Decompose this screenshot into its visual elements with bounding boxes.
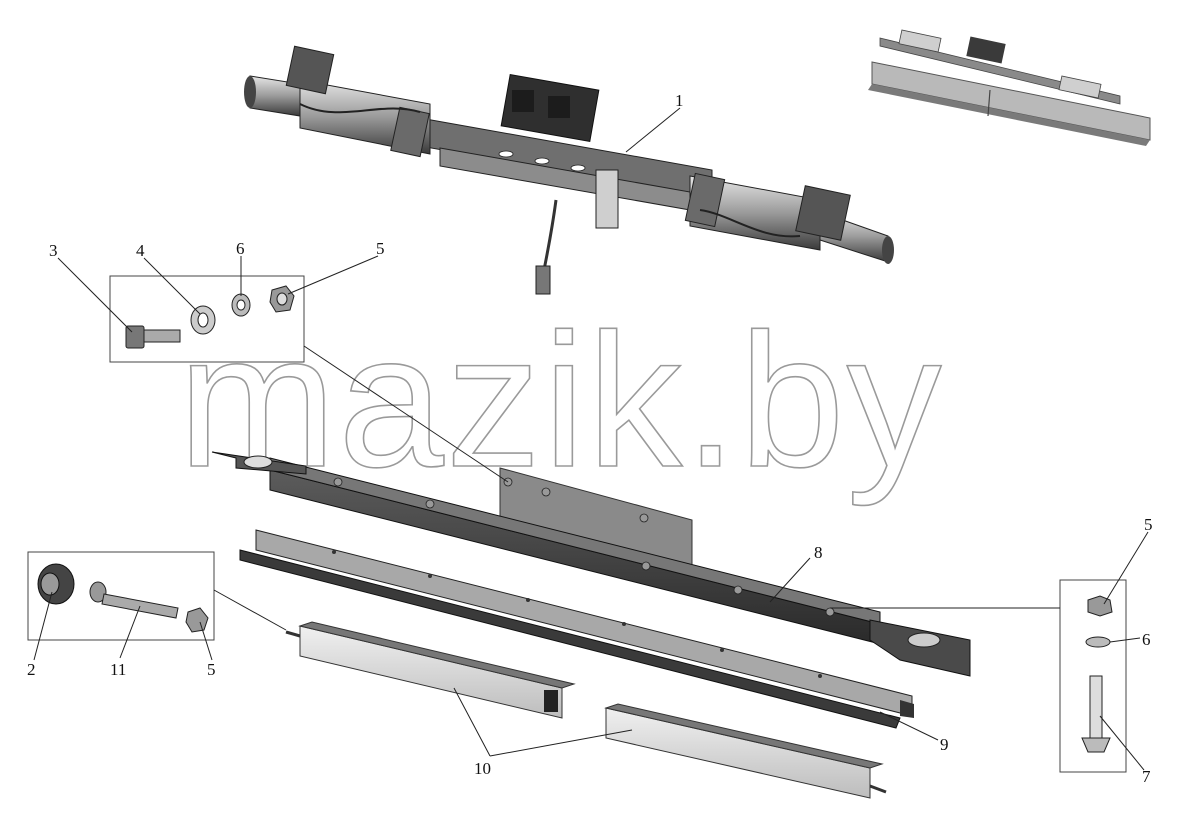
callout-11: 11	[110, 660, 126, 679]
main-beam	[211, 451, 971, 677]
callout-8: 8	[814, 543, 823, 562]
hardware-box-top	[109, 275, 305, 363]
nut-part-right	[1087, 595, 1113, 617]
callout-6-right: 6	[1142, 630, 1151, 649]
leader-lines	[33, 107, 1149, 771]
callout-5-right: 5	[1144, 515, 1153, 534]
callout-10: 10	[474, 759, 491, 778]
bushing-part	[37, 563, 75, 605]
spring-washer-part	[231, 293, 251, 317]
callout-5-left: 5	[207, 660, 216, 679]
nut-part-top	[269, 285, 295, 313]
hardware-box-left	[27, 551, 215, 641]
callout-2: 2	[27, 660, 36, 679]
callout-labels: 1 3 4 6 5 2 11 5 5 6 7 8 9 10	[27, 91, 1153, 786]
pin-bolt-part	[89, 581, 179, 619]
nut-part-left	[185, 607, 209, 633]
square-tube-right	[604, 703, 887, 799]
channel-profile	[239, 529, 914, 729]
bolt-part	[125, 325, 181, 349]
callout-7: 7	[1142, 767, 1151, 786]
callout-3: 3	[49, 241, 58, 260]
pin-part	[1081, 675, 1111, 753]
cylinder-assembly	[244, 45, 894, 295]
callout-1: 1	[675, 91, 684, 110]
hardware-box-right	[1059, 579, 1127, 773]
square-tube-left	[285, 621, 576, 719]
callout-4: 4	[136, 241, 145, 260]
callout-6-top: 6	[236, 239, 245, 258]
callout-9: 9	[940, 735, 949, 754]
lock-washer-part	[1085, 636, 1111, 648]
assembly-thumbnail	[868, 29, 1151, 146]
washer-part	[190, 305, 216, 335]
callout-5-top: 5	[376, 239, 385, 258]
